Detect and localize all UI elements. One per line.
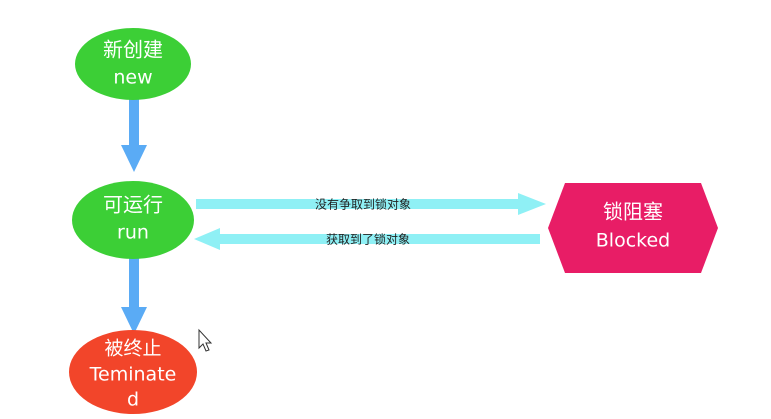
mouse-cursor-icon — [198, 328, 213, 352]
edge-label-to-blocked: 没有争取到锁对象 — [315, 197, 411, 212]
node-terminated-label-en-cont: d — [127, 389, 139, 411]
node-runnable-label-en: run — [117, 222, 149, 244]
node-new: 新创建 new — [75, 28, 191, 100]
node-blocked: 锁阻塞 Blocked — [548, 183, 718, 273]
arrow-runnable-to-terminated — [121, 257, 147, 334]
edge-label-to-runnable: 获取到了锁对象 — [326, 232, 410, 247]
node-blocked-label-cn: 锁阻塞 — [603, 200, 663, 224]
arrow-runnable-to-blocked — [196, 193, 546, 215]
node-runnable-label-cn: 可运行 — [103, 193, 163, 217]
arrow-blocked-to-runnable — [194, 228, 540, 250]
node-terminated-label-cn: 被终止 — [104, 338, 161, 360]
node-new-label-en: new — [113, 67, 152, 89]
node-runnable: 可运行 run — [72, 181, 194, 259]
node-terminated: 被终止 Teminate d — [69, 330, 197, 414]
node-terminated-label-en: Teminate — [89, 364, 177, 386]
node-blocked-label-en: Blocked — [596, 230, 670, 252]
node-new-label-cn: 新创建 — [103, 38, 163, 62]
arrow-new-to-runnable — [121, 99, 147, 172]
